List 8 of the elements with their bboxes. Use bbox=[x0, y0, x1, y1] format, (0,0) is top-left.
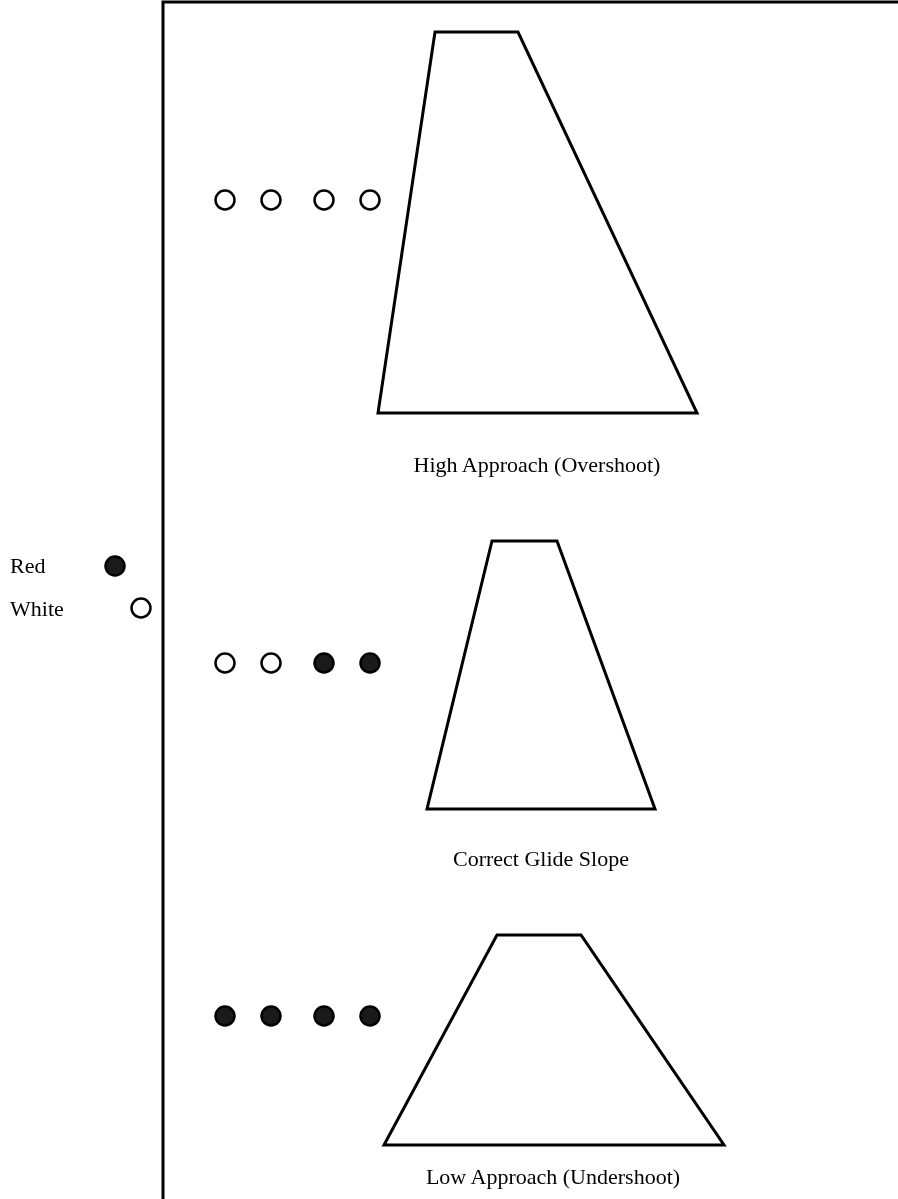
runway-outline bbox=[381, 933, 727, 1147]
runway-outline bbox=[425, 539, 658, 811]
caption: Correct Glide Slope bbox=[453, 846, 629, 872]
caption: Low Approach (Undershoot) bbox=[425, 1164, 681, 1190]
caption: High Approach (Overshoot) bbox=[413, 452, 661, 478]
legend-label: White bbox=[10, 596, 64, 622]
legend-label: Red bbox=[10, 553, 46, 579]
runway-outline bbox=[376, 30, 700, 415]
